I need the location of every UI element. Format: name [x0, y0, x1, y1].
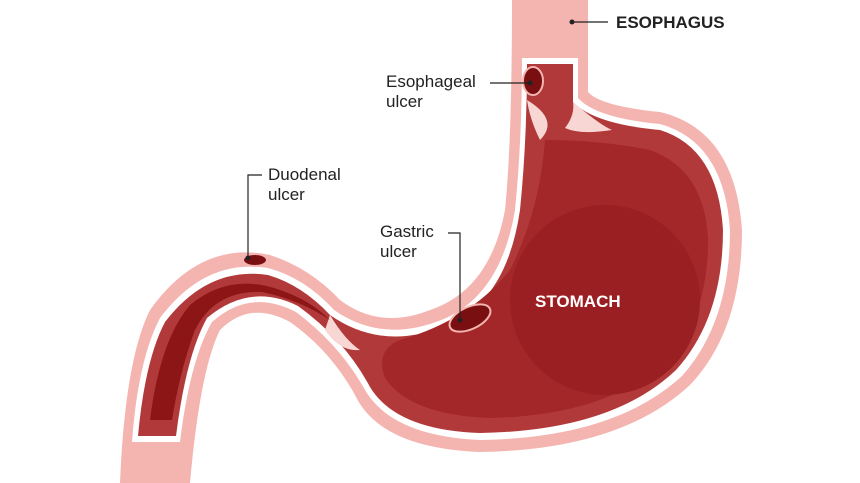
label-line: ulcer: [386, 92, 423, 111]
leader-dot: [245, 255, 251, 261]
leader-dots: [245, 19, 575, 323]
fold: [565, 102, 612, 133]
label-line: Gastric: [380, 222, 434, 241]
fold: [527, 100, 548, 140]
gastric-ulcer-leader: [448, 232, 461, 320]
label-line: ulcer: [380, 242, 417, 261]
label-line: ulcer: [268, 185, 305, 204]
fold: [325, 315, 360, 351]
gastric-ulcer-label: Gastric ulcer: [380, 222, 434, 262]
duodenal-ulcer-label: Duodenal ulcer: [268, 165, 341, 205]
duodenum-lumen: [150, 283, 330, 420]
duodenal-ulcer-leader: [247, 174, 262, 258]
leader-dot: [569, 19, 575, 25]
label-line: Esophageal: [386, 72, 476, 91]
esophageal-ulcer: [522, 66, 544, 96]
label-line: Duodenal: [268, 165, 341, 184]
stomach-label: STOMACH: [535, 292, 621, 311]
esophagus-label: ESOPHAGUS: [616, 13, 725, 32]
leader-lines: [247, 21, 608, 320]
leader-dot: [527, 80, 533, 86]
stomach-oval: [510, 205, 700, 395]
leader-dot: [457, 317, 463, 323]
esophageal-ulcer-label: Esophageal ulcer: [386, 72, 476, 112]
